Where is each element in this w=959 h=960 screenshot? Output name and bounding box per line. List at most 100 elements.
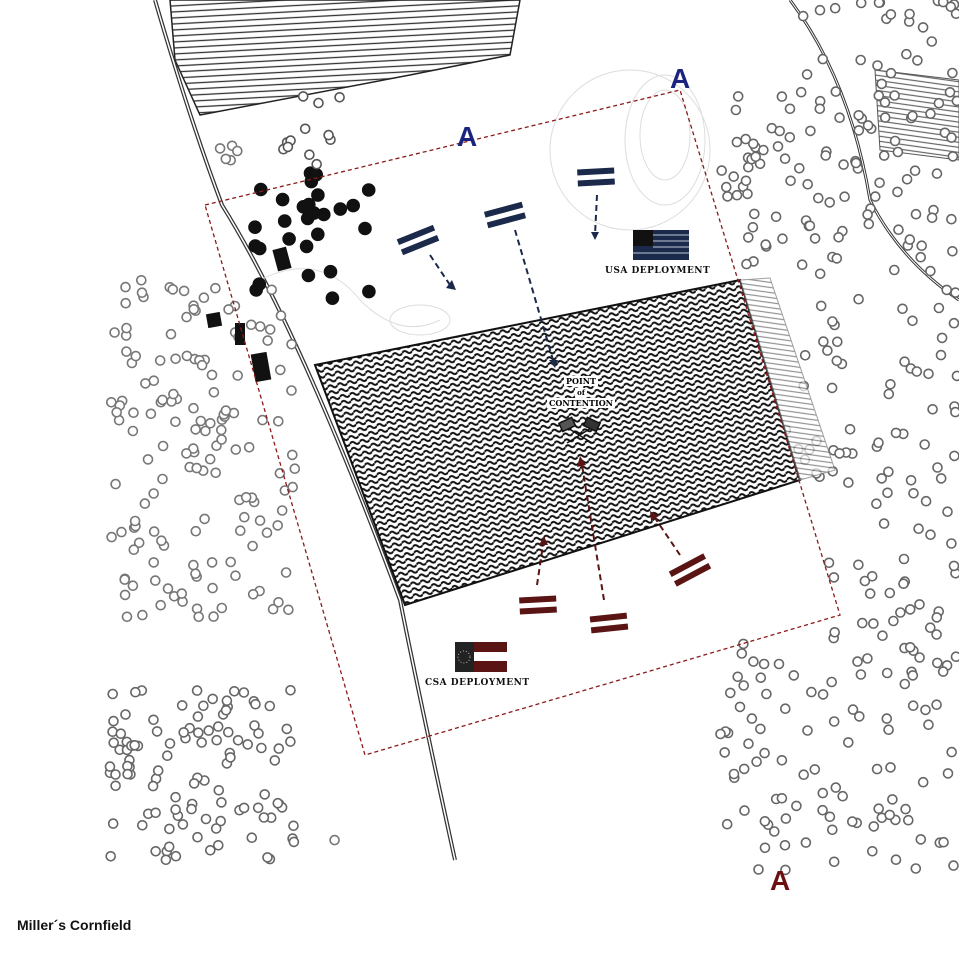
point-label-line1: POINT: [564, 376, 598, 386]
tree-icon: [874, 177, 885, 189]
tree-icon: [170, 791, 181, 803]
tree-icon: [128, 544, 140, 556]
tree-icon: [899, 678, 911, 690]
tree-icon: [300, 211, 315, 226]
tree-icon: [282, 232, 296, 246]
tree-icon: [191, 685, 203, 696]
tree-icon: [206, 557, 218, 568]
tree-icon: [855, 54, 867, 66]
tree-icon: [937, 666, 949, 677]
tree-icon: [203, 725, 214, 736]
tree-icon: [188, 443, 199, 454]
tree-icon: [855, 669, 867, 680]
tree-icon: [223, 726, 234, 738]
tree-icon: [276, 505, 288, 516]
tree-icon: [208, 611, 219, 622]
tree-icon: [207, 693, 218, 705]
map-caption: Miller´s Cornfield: [17, 917, 132, 933]
tree-icon: [136, 287, 148, 299]
tree-icon: [833, 232, 844, 243]
tree-icon: [881, 667, 893, 679]
union-unit-icon: [395, 223, 441, 257]
tree-icon: [879, 97, 891, 108]
csa-flag-icon: [455, 642, 507, 672]
tree-icon: [948, 317, 959, 329]
tree-icon: [220, 405, 232, 416]
tree-icon: [747, 138, 759, 150]
tree-icon: [346, 198, 361, 213]
section-marker-a: A: [670, 63, 691, 94]
tree-icon: [776, 91, 788, 102]
tree-icon: [948, 560, 959, 572]
tree-icon: [809, 233, 821, 244]
tree-icon: [862, 120, 874, 131]
tree-icon: [128, 407, 139, 419]
tree-icon: [788, 670, 800, 681]
tree-icon: [248, 220, 262, 234]
point-of-contention-label: POINT of CONTENTION: [538, 376, 624, 409]
tree-icon: [817, 787, 829, 799]
tree-icon: [936, 332, 948, 344]
tree-icon: [740, 133, 752, 145]
tree-icon: [814, 268, 826, 280]
tree-icon: [181, 350, 193, 362]
tree-icon: [885, 67, 897, 79]
woodlands: [104, 0, 959, 876]
tree-icon: [120, 281, 131, 293]
tree-icon: [828, 572, 840, 583]
tree-icon: [288, 836, 300, 848]
tree-icon: [333, 202, 348, 216]
tree-icon: [853, 293, 864, 305]
tree-icon: [873, 803, 885, 815]
tree-icon: [247, 588, 259, 600]
tree-icon: [157, 440, 169, 452]
tree-icon: [830, 86, 842, 97]
tree-icon: [188, 303, 200, 315]
tree-icon: [286, 338, 297, 350]
tree-icon: [852, 656, 863, 667]
tree-icon: [136, 274, 147, 286]
tree-icon: [931, 657, 943, 669]
tree-icon: [942, 768, 954, 779]
tree-icon: [107, 818, 119, 829]
tree-icon: [828, 856, 840, 868]
tree-icon: [935, 349, 947, 361]
tree-icon: [931, 612, 943, 623]
tree-icon: [910, 863, 922, 874]
tree-icon: [147, 780, 159, 792]
tree-icon: [877, 630, 888, 642]
tree-icon: [731, 136, 743, 148]
tree-icon: [948, 860, 959, 871]
tree-icon: [719, 747, 731, 758]
tree-icon: [916, 240, 928, 251]
tree-icon: [885, 9, 897, 20]
tree-icon: [249, 283, 264, 297]
tree-icon: [876, 78, 888, 90]
tree-icon: [853, 110, 865, 121]
tree-icon: [220, 153, 232, 165]
tree-icon: [834, 448, 845, 459]
tree-icon: [802, 725, 813, 736]
tree-icon: [121, 346, 132, 357]
tree-icon: [862, 209, 873, 220]
tree-icon: [162, 583, 174, 594]
tree-icon: [751, 756, 762, 768]
tree-icon: [760, 239, 772, 250]
tree-icon: [924, 622, 936, 634]
tree-icon: [210, 282, 221, 294]
tree-icon: [105, 850, 116, 862]
tree-icon: [213, 839, 224, 851]
tree-icon: [245, 319, 257, 331]
tree-icon: [195, 415, 207, 427]
tree-icon: [167, 284, 179, 295]
tree-icon: [893, 224, 904, 235]
tree-icon: [817, 53, 829, 65]
tree-icon: [779, 153, 791, 164]
tree-icon: [926, 212, 938, 224]
tree-icon: [262, 335, 274, 346]
tree-icon: [947, 151, 959, 162]
tree-icon: [247, 540, 258, 552]
tree-icon: [947, 67, 958, 79]
tree-icon: [798, 769, 810, 781]
tree-icon: [932, 462, 943, 473]
